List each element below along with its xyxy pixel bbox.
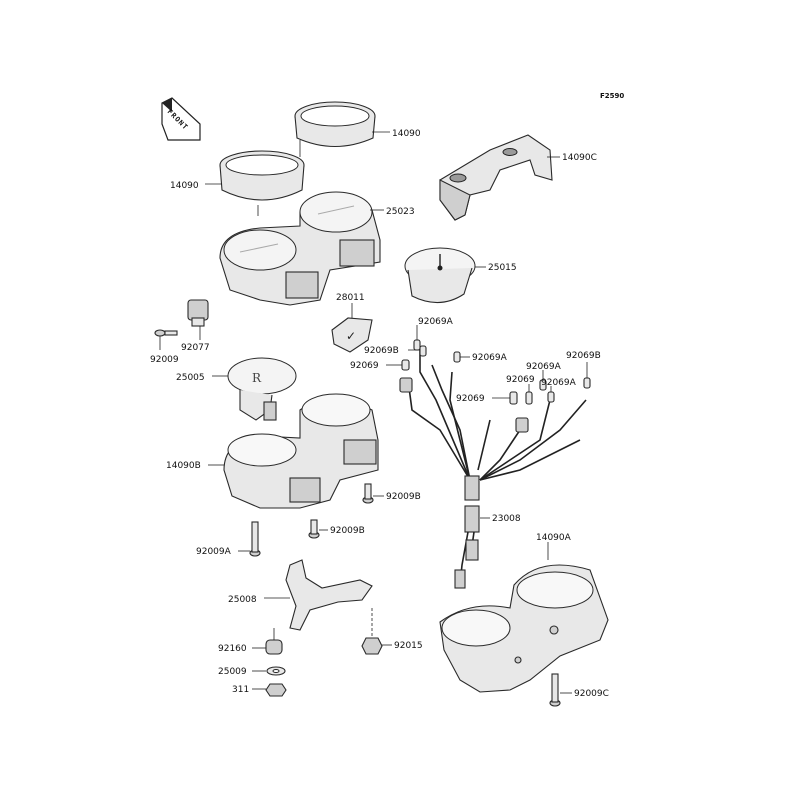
label-311: 311 [232,685,249,695]
meter-ring-upper [294,101,390,157]
washer-25009 [252,666,286,676]
label-92069-2: 92069 [506,375,535,385]
label-14090-upper: 14090 [392,129,421,139]
gauge-25015 [404,247,486,304]
meter-cover-14090c [439,134,560,221]
label-92077: 92077 [181,343,210,353]
bulb-92069b-2 [583,362,591,389]
svg-text:✓: ✓ [346,329,356,343]
label-92009b-2: 92009B [330,526,365,536]
meter-case-14090a [439,542,609,693]
screw-92009b-1 [362,483,384,504]
screw-92009 [154,329,178,350]
label-92069a-2: 92069A [472,353,508,363]
bracket-25008 [264,559,373,631]
label-25008: 25008 [228,595,257,605]
label-14090a: 14090A [536,533,572,543]
svg-text:R: R [252,371,262,385]
gauge-25005: R [212,357,297,421]
figure-code: F2590 [600,92,624,100]
meter-ring-left [205,150,305,216]
label-28011: 28011 [336,293,365,303]
part-28011: ✓ [331,303,373,353]
label-25009: 25009 [218,667,247,677]
bulb-92069-2 [525,384,533,405]
label-23008: 23008 [492,514,521,524]
nut-92015 [361,608,392,655]
label-92069b-2: 92069B [566,351,601,361]
bulb-92069-1 [386,359,410,371]
meter-case-14090b [208,393,379,509]
grommet-92160 [252,628,283,655]
label-92069-3: 92069 [456,394,485,404]
label-92009b-1: 92009B [386,492,421,502]
wiring-harness-23008 [407,348,587,589]
label-14090-left: 14090 [170,181,199,191]
label-92069a-3: 92069A [526,362,562,372]
bulb-92069a-4 [547,386,555,403]
bulb-92069-3 [492,391,518,405]
screw-92009a [238,521,261,557]
label-25023: 25023 [386,207,415,217]
label-14090c: 14090C [562,153,597,163]
label-25015: 25015 [488,263,517,273]
bulb-92069b-1 [408,345,427,357]
bulb-sockets [399,377,529,433]
bulb-92069a-1 [413,325,421,351]
nut-311 [252,683,287,697]
label-92069-1: 92069 [350,361,379,371]
label-92009: 92009 [150,355,179,365]
label-92069a-4: 92069A [541,378,577,388]
front-arrow-icon: FRONT [161,97,201,141]
label-25005: 25005 [176,373,205,383]
label-92009a: 92009A [196,547,232,557]
label-92009c: 92009C [574,689,609,699]
bulb-92069a-3 [539,370,547,391]
screw-92009b-2 [308,519,328,539]
label-92015: 92015 [394,641,423,651]
knob-92077 [187,299,209,340]
bulb-92069a-2 [453,351,470,363]
meter-assembly-25023 [219,191,384,306]
label-92069b-1: 92069B [364,346,399,356]
label-92160: 92160 [218,644,247,654]
label-92069a-1: 92069A [418,317,454,327]
label-14090b: 14090B [166,461,201,471]
screw-92009c [549,673,572,707]
